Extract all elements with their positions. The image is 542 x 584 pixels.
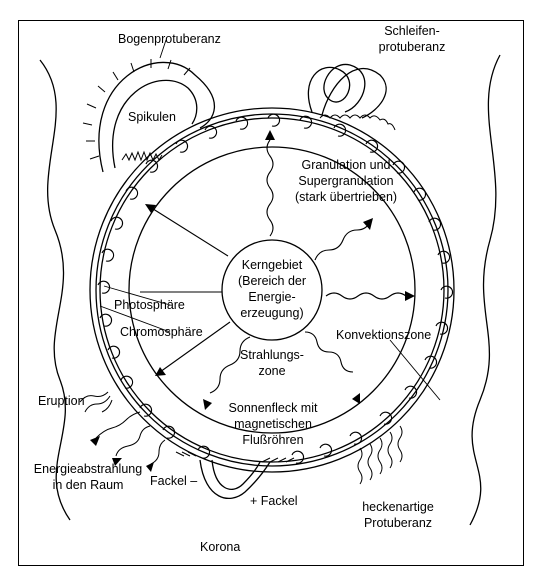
granulation-texture <box>319 114 396 131</box>
energy-radiation-arrows <box>95 411 166 465</box>
energy-arrowheads <box>90 436 154 472</box>
diagram-frame <box>18 20 524 566</box>
spicules <box>121 150 163 162</box>
label-energieabstrahlung-2: in den Raum <box>52 478 124 492</box>
label-kerngebiet-2: (Bereich der <box>237 274 307 288</box>
label-schleifenprotuberanz-1: Schleifen- <box>384 24 440 38</box>
arrowheads <box>145 130 415 410</box>
label-konvektionszone: Konvektionszone <box>336 328 432 342</box>
label-spikulen: Spikulen <box>128 110 176 124</box>
label-heckenartige-1: heckenartige <box>362 500 434 514</box>
label-chromosphaere: Chromosphäre <box>120 325 203 339</box>
flux-tubes <box>199 459 271 500</box>
label-eruption: Eruption <box>38 394 85 408</box>
label-bogenprotuberanz: Bogenprotuberanz <box>118 32 221 46</box>
label-fackel-plus: + Fackel <box>250 494 298 508</box>
arch-prominence-rays <box>82 59 191 160</box>
label-granulation-2: Supergranulation <box>298 174 394 188</box>
label-kerngebiet-4: erzeugung) <box>240 306 304 320</box>
label-kerngebiet-3: Energie- <box>248 290 296 304</box>
label-sonnenfleck-1: Sonnenfleck mit <box>228 401 318 415</box>
leader-lines <box>99 39 441 401</box>
convection-zone-bottom <box>128 146 416 434</box>
core-region <box>221 239 323 341</box>
label-granulation-1: Granulation und <box>301 158 391 172</box>
corona-left-boundary <box>39 59 71 521</box>
radiation-arrows <box>140 139 407 394</box>
label-heckenartige-2: Protuberanz <box>363 516 433 530</box>
corona-right-boundary <box>469 54 501 526</box>
label-photosphaere: Photosphäre <box>114 298 185 312</box>
chromosphere-outer <box>89 107 455 473</box>
label-granulation-3: (stark übertrieben) <box>294 190 398 204</box>
arch-prominence-outer <box>98 61 216 173</box>
photosphere-inner <box>99 117 445 463</box>
convection-cells <box>97 113 454 464</box>
label-schleifenprotuberanz-2: protuberanz <box>378 40 446 54</box>
sunspot-hatch <box>175 451 295 463</box>
label-kerngebiet-1: Kerngebiet <box>241 258 303 272</box>
label-korona: Korona <box>200 540 241 554</box>
label-strahlungszone-2: zone <box>258 364 286 378</box>
label-sonnenfleck-3: Flußröhren <box>242 433 304 447</box>
label-strahlungszone-1: Strahlungs- <box>240 348 304 362</box>
label-energieabstrahlung-1: Energieabstrahlung <box>33 462 143 476</box>
label-fackel-minus: Fackel – <box>150 474 198 488</box>
loop-prominence <box>307 63 387 119</box>
label-sonnenfleck-2: magnetischen <box>234 417 312 431</box>
arch-prominence-inner <box>112 79 198 169</box>
eruption <box>79 391 113 413</box>
hedgerow-prominence <box>357 425 403 485</box>
